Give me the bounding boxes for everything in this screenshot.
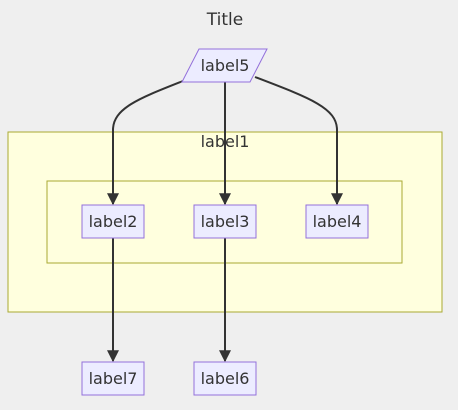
node-label5-text: label5: [201, 56, 250, 75]
node-label4[interactable]: label4: [305, 204, 369, 239]
node-label2[interactable]: label2: [81, 204, 145, 239]
edge-label5-label2: [107, 80, 184, 206]
node-label7-shape: [81, 361, 145, 396]
node-label2-text: label2: [89, 212, 138, 231]
node-label2-shape: [81, 204, 145, 239]
edges: [107, 76, 343, 363]
node-label3-text: label3: [201, 212, 250, 231]
node-label7-text: label7: [89, 369, 138, 388]
diagram-title: Title: [206, 10, 243, 30]
node-label6-text: label6: [201, 369, 250, 388]
node-label6-shape: [193, 361, 257, 396]
node-label3-shape: [193, 204, 257, 239]
node-label4-text: label4: [313, 212, 362, 231]
node-label5-shape: [181, 48, 268, 83]
node-label4-shape: [305, 204, 369, 239]
node-label5[interactable]: label5: [181, 48, 268, 83]
edge-label5-label4: [254, 76, 343, 206]
node-label3[interactable]: label3: [193, 204, 257, 239]
node-label7[interactable]: label7: [81, 361, 145, 396]
node-label6[interactable]: label6: [193, 361, 257, 396]
